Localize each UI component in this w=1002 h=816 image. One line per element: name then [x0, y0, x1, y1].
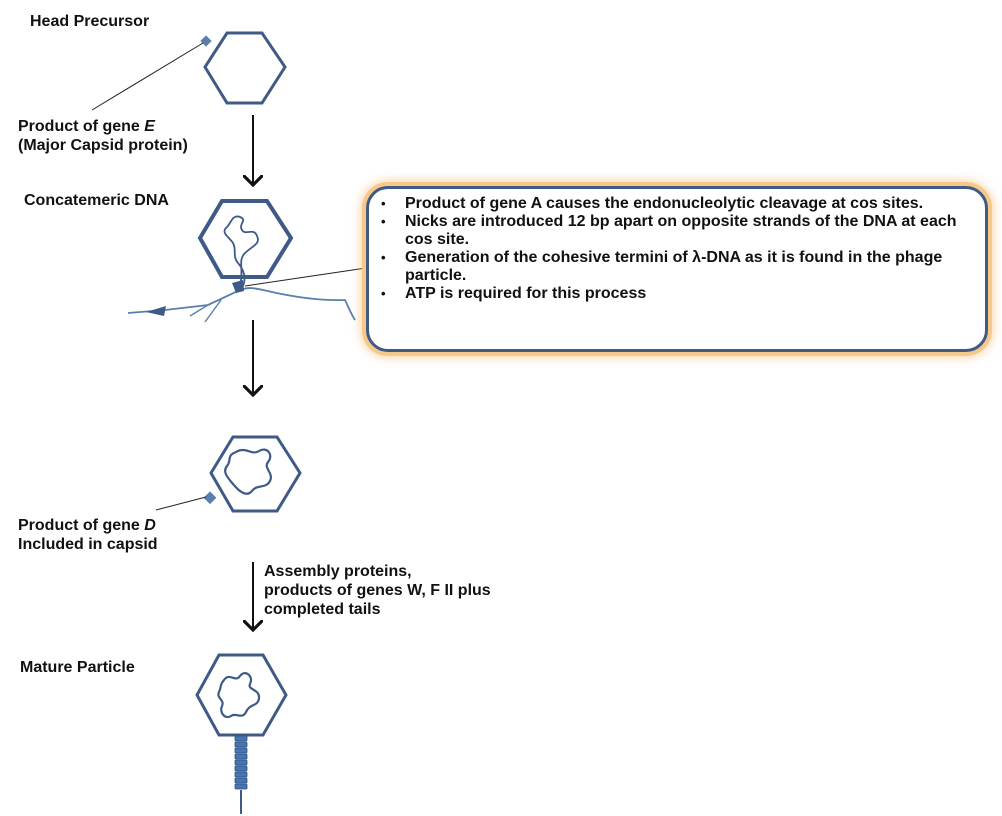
assembly-line-2: products of genes W, F II plus	[264, 582, 491, 599]
gene-a-callout: Product of gene A causes the endonucleol…	[366, 186, 988, 352]
assembly-line-1: Assembly proteins,	[264, 563, 412, 580]
gene-e-marker	[200, 35, 212, 47]
mature-particle-label: Mature Particle	[20, 659, 135, 676]
gene-d-letter: D	[144, 517, 156, 534]
assembly-line-3: completed tails	[264, 601, 381, 618]
dna-arrow-left	[146, 306, 166, 316]
gene-e-label-line2: (Major Capsid protein)	[18, 137, 188, 154]
callout-bullet: Nicks are introduced 12 bp apart on oppo…	[381, 213, 977, 249]
head-precursor-label: Head Precursor	[30, 13, 150, 30]
filled-capsid	[209, 435, 302, 513]
assembly-proteins-label: Assembly proteins, products of genes W, …	[264, 562, 491, 619]
packaged-dna	[223, 215, 259, 289]
concatemeric-dna-label: Concatemeric DNA	[24, 192, 169, 209]
gene-d-label-prefix: Product of gene	[18, 517, 145, 534]
mature-capsid-dna	[217, 672, 261, 719]
callout-bullet: Generation of the cohesive termini of λ-…	[381, 249, 977, 285]
callout-bullet: Product of gene A causes the endonucleol…	[381, 195, 977, 213]
packaging-capsid	[197, 199, 294, 279]
cos-site-marker	[232, 280, 244, 293]
gene-d-label: Product of gene D Included in capsid	[18, 516, 158, 554]
concatemer-dna-strand	[127, 287, 356, 321]
gene-e-label: Product of gene E (Major Capsid protein)	[18, 117, 188, 155]
filled-capsid-dna	[224, 448, 272, 495]
phage-tail	[234, 735, 248, 814]
mature-capsid	[195, 653, 288, 737]
gene-e-pointer-line	[91, 42, 204, 111]
callout-bullet-list: Product of gene A causes the endonucleol…	[369, 189, 985, 303]
gene-e-label-prefix: Product of gene	[18, 118, 145, 135]
dna-left-branch	[189, 299, 222, 323]
cos-site-pointer-line	[244, 267, 367, 287]
gene-e-letter: E	[144, 118, 155, 135]
callout-bullet: ATP is required for this process	[381, 285, 977, 303]
gene-d-pointer-line	[155, 496, 207, 511]
gene-d-label-line2: Included in capsid	[18, 536, 158, 553]
gene-d-marker	[203, 491, 217, 505]
head-precursor-capsid	[203, 31, 287, 105]
